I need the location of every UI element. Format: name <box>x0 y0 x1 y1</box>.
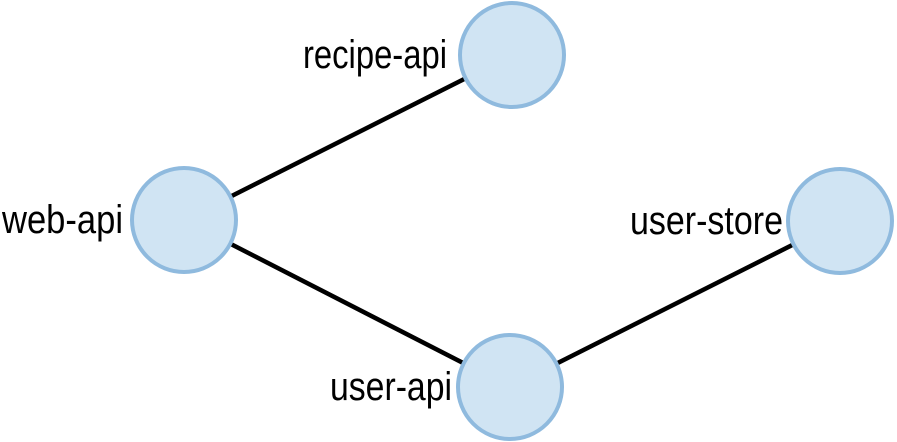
edge-group <box>182 52 842 390</box>
edge-web-api-user-api <box>182 217 512 390</box>
node-label-recipe-api: recipe-api <box>303 33 447 77</box>
node-circle-web-api <box>130 166 238 274</box>
edge-web-api-recipe-api <box>182 52 514 223</box>
edge-user-api-user-store <box>508 218 842 390</box>
node-circle-recipe-api <box>458 1 566 109</box>
node-circle-user-api <box>456 333 564 441</box>
label-group: web-api recipe-api user-api user-store <box>1 33 783 409</box>
node-label-user-store: user-store <box>630 199 783 243</box>
node-label-user-api: user-api <box>330 365 452 409</box>
node-group <box>130 1 894 441</box>
node-label-web-api: web-api <box>1 198 123 242</box>
node-circle-user-store <box>786 167 894 275</box>
